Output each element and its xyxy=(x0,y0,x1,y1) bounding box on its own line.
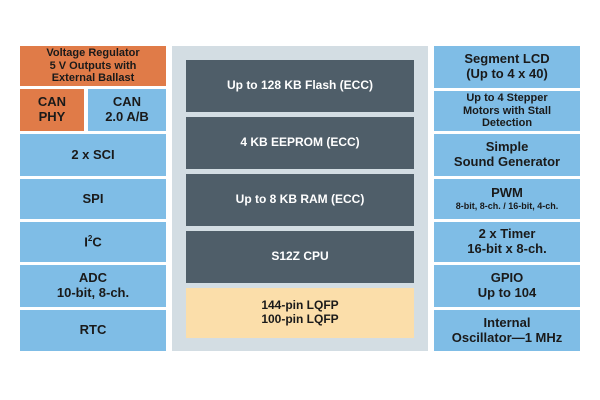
i2c-block: I2C xyxy=(20,222,166,262)
flash-label: Up to 128 KB Flash (ECC) xyxy=(226,78,373,93)
rtc-label: RTC xyxy=(79,322,107,338)
ram-block: Up to 8 KB RAM (ECC) xyxy=(186,174,414,226)
eeprom-block: 4 KB EEPROM (ECC) xyxy=(186,117,414,169)
timer-line-1: 2 x Timer xyxy=(478,226,536,242)
gpio-block: GPIO Up to 104 xyxy=(434,265,580,307)
package-block: 144-pin LQFP 100-pin LQFP xyxy=(186,288,414,338)
lcd-block: Segment LCD (Up to 4 x 40) xyxy=(434,46,580,88)
sci-block: 2 x SCI xyxy=(20,134,166,176)
can-20-block: CAN 2.0 A/B xyxy=(88,89,166,131)
i2c-label: I2C xyxy=(84,234,101,250)
pwm-line-1: PWM xyxy=(491,185,523,201)
can-20-line-2: 2.0 A/B xyxy=(105,109,149,124)
can-phy-line-1: CAN xyxy=(37,94,67,110)
i2c-base: I xyxy=(84,234,88,250)
adc-line-1: ADC xyxy=(78,270,108,286)
ram-label: Up to 8 KB RAM (ECC) xyxy=(235,192,365,207)
package-line-2: 100-pin LQFP xyxy=(261,312,339,326)
voltage-regulator-line-2: 5 V Outputs with xyxy=(49,59,137,72)
adc-line-2: 10-bit, 8-ch. xyxy=(56,285,130,300)
stepper-block: Up to 4 Stepper Motors with Stall Detect… xyxy=(434,91,580,131)
gpio-line-1: GPIO xyxy=(490,270,524,286)
package-line-1: 144-pin LQFP xyxy=(261,298,339,313)
stepper-line-1: Up to 4 Stepper xyxy=(466,92,548,105)
oscillator-block: Internal Oscillator—1 MHz xyxy=(434,310,580,351)
oscillator-line-1: Internal xyxy=(483,314,531,330)
pwm-block: PWM 8-bit, 8-ch. / 16-bit, 4-ch. xyxy=(434,179,580,219)
stepper-line-2: Motors with Stall xyxy=(463,104,551,117)
oscillator-line-2: Oscillator—1 MHz xyxy=(451,329,563,345)
voltage-regulator-block: Voltage Regulator 5 V Outputs with Exter… xyxy=(20,46,166,86)
rtc-block: RTC xyxy=(20,310,166,351)
adc-block: ADC 10-bit, 8-ch. xyxy=(20,265,166,307)
can-phy-line-2: PHY xyxy=(38,109,66,124)
can-20-line-1: CAN xyxy=(112,94,142,110)
stepper-line-3: Detection xyxy=(481,117,533,130)
lcd-line-2: (Up to 4 x 40) xyxy=(466,66,548,81)
sci-label: 2 x SCI xyxy=(71,146,115,162)
gpio-line-2: Up to 104 xyxy=(477,285,537,300)
spi-block: SPI xyxy=(20,179,166,219)
cpu-block: S12Z CPU xyxy=(186,231,414,283)
sound-line-1: Simple xyxy=(485,139,529,155)
timer-line-2: 16-bit x 8-ch. xyxy=(467,241,547,256)
sound-block: Simple Sound Generator xyxy=(434,134,580,176)
can-phy-block: CAN PHY xyxy=(20,89,84,131)
i2c-end: C xyxy=(92,234,102,250)
cpu-label: S12Z CPU xyxy=(271,249,329,264)
pwm-line-2: 8-bit, 8-ch. / 16-bit, 4-ch. xyxy=(455,201,559,212)
flash-block: Up to 128 KB Flash (ECC) xyxy=(186,60,414,112)
voltage-regulator-line-3: External Ballast xyxy=(51,72,135,85)
lcd-line-1: Segment LCD xyxy=(464,51,550,67)
i2c-superscript: 2 xyxy=(87,233,93,243)
voltage-regulator-line-1: Voltage Regulator xyxy=(46,47,140,60)
eeprom-label: 4 KB EEPROM (ECC) xyxy=(240,135,360,150)
spi-label: SPI xyxy=(82,190,104,206)
timer-block: 2 x Timer 16-bit x 8-ch. xyxy=(434,222,580,262)
sound-line-2: Sound Generator xyxy=(453,154,561,169)
